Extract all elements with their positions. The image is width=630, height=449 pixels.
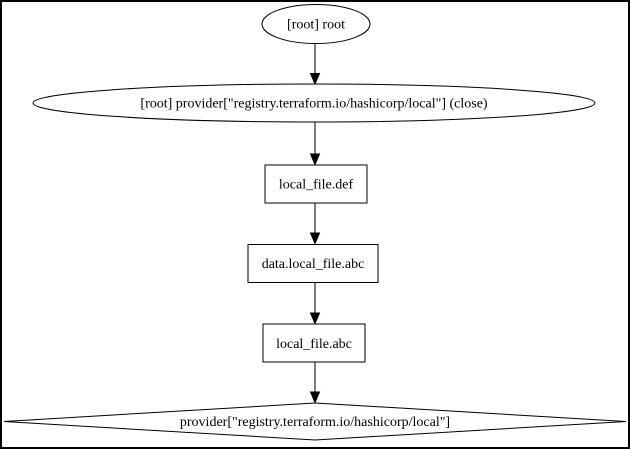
node-provider-shape [3,402,627,441]
node-local-file-abc-shape [262,323,366,363]
arrowhead-icon [309,73,321,86]
node-data-local-file-abc: data.local_file.abc [247,244,379,283]
node-provider-close: [root] provider["registry.terraform.io/h… [32,83,596,123]
edge-local-file-abc-to-provider [309,362,321,404]
node-local-file-abc: local_file.abc [262,323,366,363]
arrowhead-icon [309,153,321,166]
node-local-file-abc-label: local_file.abc [276,337,352,352]
edge-provider-close-to-local-file-def [309,122,321,166]
node-local-file-def: local_file.def [264,164,368,204]
edge-data-local-file-abc-to-local-file-abc [309,282,321,325]
node-root-label: [root] root [287,18,345,33]
arrowhead-icon [309,232,321,245]
node-provider-label: provider["registry.terraform.io/hashicor… [180,415,450,430]
node-provider-close-shape [32,83,596,123]
arrowhead-icon [309,391,321,404]
node-provider: provider["registry.terraform.io/hashicor… [3,402,627,441]
arrowhead-icon [309,312,321,325]
node-data-local-file-abc-label: data.local_file.abc [262,257,365,272]
node-root-shape [261,4,371,44]
edge-local-file-def-to-data-local-file-abc [309,203,321,245]
node-provider-close-label: [root] provider["registry.terraform.io/h… [140,97,488,112]
node-root: [root] root [261,4,371,44]
node-local-file-def-label: local_file.def [279,178,354,193]
edge-root-to-provider-close [309,43,321,86]
node-data-local-file-abc-shape [247,244,379,283]
node-local-file-def-shape [264,164,368,204]
